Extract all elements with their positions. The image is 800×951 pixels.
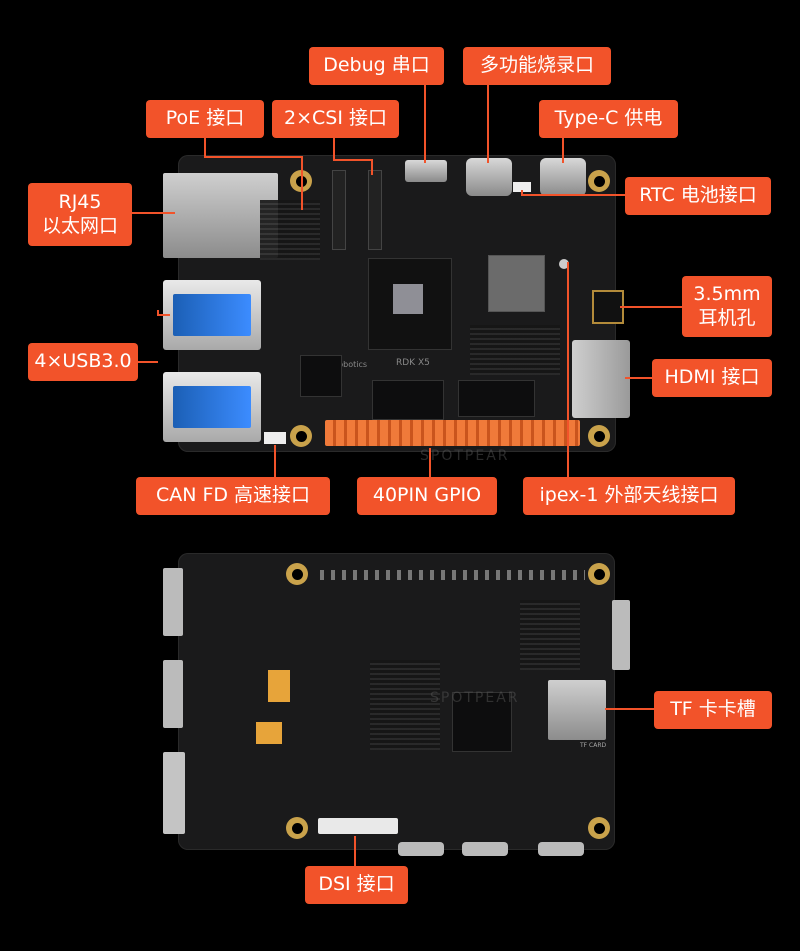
memory-chip [372,380,444,420]
canfd-connector [264,432,286,444]
label-hdmi: HDMI 接口 [652,359,772,397]
label-usb3: 4×USB3.0 [28,343,138,381]
connector-back [612,600,630,670]
watermark: SPOTPEAR [420,448,510,464]
csi-connector-1 [332,170,346,250]
bottom-chip [452,692,512,752]
component-area [260,200,320,260]
wifi-module [488,255,545,312]
capacitor [268,670,290,702]
rj45-back [163,752,185,834]
label-audio: 3.5mm 耳机孔 [682,276,772,337]
emmc-chip [458,380,535,417]
label-rj45-line2: 以太网口 [41,214,118,237]
component-area [470,325,560,375]
port-back [538,842,584,856]
tf-silk: TF CARD [580,742,607,749]
mount-hole [588,170,610,192]
line-usb [157,310,170,316]
soc-label: RDK X5 [396,358,430,368]
rj45-connector [163,173,278,258]
port-back [398,842,444,856]
pmic-chip [300,355,342,397]
component-area [520,600,580,670]
ipex-connector [559,259,569,269]
component-area [370,660,440,750]
usb-port-lower [163,372,261,442]
label-tf: TF 卡卡槽 [654,691,772,729]
mount-hole [286,563,308,585]
watermark: SPOTPEAR [430,690,520,706]
tf-card-slot [548,680,606,740]
usb-c-burn-port [466,158,512,196]
label-rj45: RJ45 以太网口 [28,183,132,246]
gpio-header [325,420,580,446]
label-rtc: RTC 电池接口 [625,177,771,215]
label-ipex: ipex-1 外部天线接口 [523,477,735,515]
label-rj45-line1: RJ45 [58,190,102,213]
debug-port [405,160,447,182]
brand-label: D-Robotics [324,360,368,369]
mount-hole [286,817,308,839]
mount-hole [588,563,610,585]
line-rtc [521,190,625,196]
label-csi: 2×CSI 接口 [272,100,399,138]
label-audio-line2: 耳机孔 [698,306,756,329]
capacitor [256,722,282,744]
dsi-connector [318,818,398,834]
csi-connector-2 [368,170,382,250]
port-back [462,842,508,856]
label-gpio: 40PIN GPIO [357,477,497,515]
label-typec: Type-C 供电 [539,100,678,138]
soc-die [393,284,423,314]
label-dsi: DSI 接口 [305,866,408,904]
label-poe: PoE 接口 [146,100,264,138]
line-poe [204,135,303,210]
line-csi [333,137,373,175]
mount-hole [588,425,610,447]
gpio-back-pins [320,570,585,580]
hdmi-connector [572,340,630,418]
label-burn: 多功能烧录口 [463,47,611,85]
usb-port-back [163,660,183,728]
mount-hole [290,425,312,447]
usb-c-power-port [540,158,586,196]
label-audio-line1: 3.5mm [693,282,761,305]
usb-port-back [163,568,183,636]
label-canfd: CAN FD 高速接口 [136,477,330,515]
usb-port-upper [163,280,261,350]
label-debug: Debug 串口 [309,47,444,85]
mount-hole [588,817,610,839]
rtc-connector [513,182,531,192]
